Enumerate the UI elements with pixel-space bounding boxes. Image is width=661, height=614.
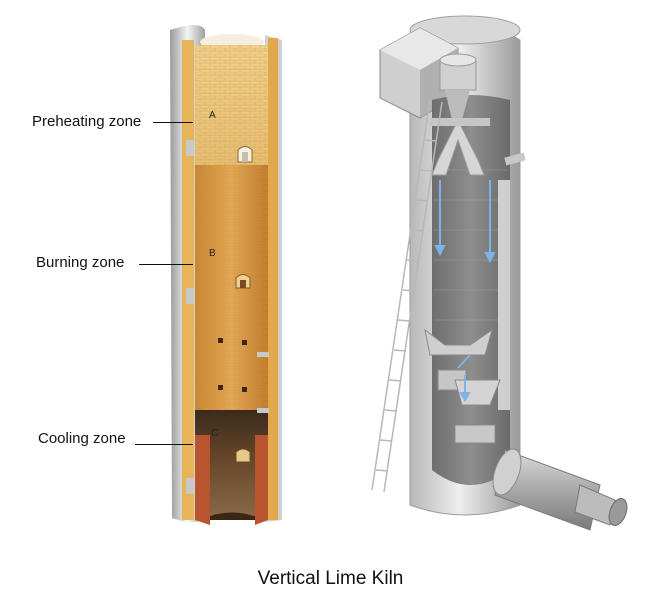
flow-arrows-upper bbox=[434, 180, 496, 264]
zone-label-burning: Burning zone bbox=[36, 254, 125, 271]
shaft-side-wall bbox=[498, 180, 510, 410]
inspection-door-c bbox=[235, 448, 251, 463]
leader-cooling bbox=[135, 444, 193, 445]
flow-arrows-lower bbox=[457, 354, 471, 403]
feed-distributor bbox=[430, 53, 526, 176]
inspection-door-a bbox=[237, 146, 253, 163]
burner-unit bbox=[492, 448, 628, 531]
figure-caption: Vertical Lime Kiln bbox=[257, 568, 404, 589]
zone-letter-a: A bbox=[209, 110, 216, 121]
leader-preheating bbox=[153, 122, 193, 123]
kiln-left-lining bbox=[182, 40, 194, 520]
vent-holes bbox=[218, 338, 247, 392]
inspection-door-b bbox=[235, 274, 251, 289]
shell-brackets bbox=[186, 140, 269, 494]
access-ladder bbox=[371, 99, 443, 493]
leader-burning bbox=[139, 264, 193, 265]
zone-letter-c: C bbox=[211, 428, 219, 439]
cooling-zone-opening bbox=[200, 512, 264, 520]
zone-label-cooling: Cooling zone bbox=[38, 430, 126, 447]
zone-label-preheating: Preheating zone bbox=[32, 113, 142, 130]
kiln-right-lining bbox=[268, 38, 278, 520]
zone-letter-b: B bbox=[209, 248, 216, 259]
